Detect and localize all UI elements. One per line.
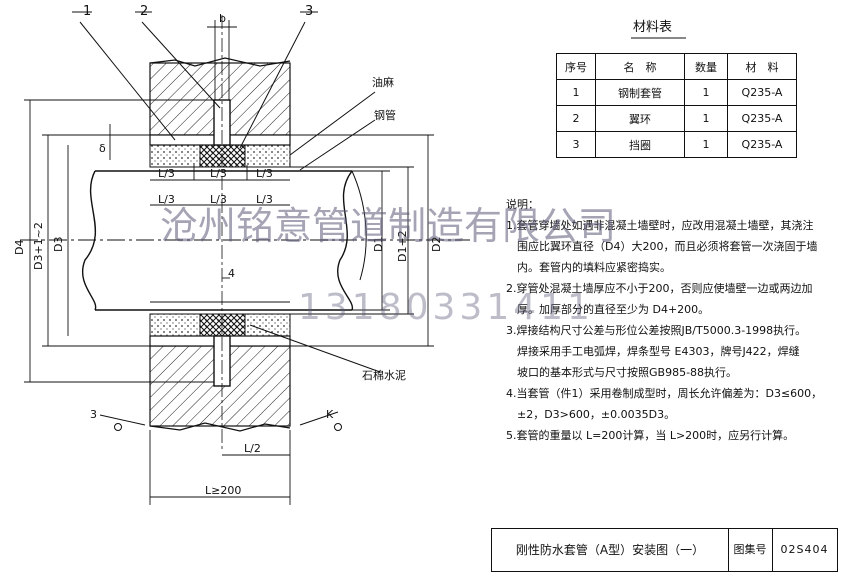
dim-l-min: L≥200	[205, 484, 242, 497]
sleeve-bottom	[149, 313, 291, 387]
section-markers	[99, 411, 342, 431]
notes-section: 说明： 1.套管穿墙处如遇非混凝土墙壁时，应改用混凝土墙壁，其浇注 围应比翼环直…	[506, 194, 826, 446]
dim-d3-plus: D3+1~2	[32, 222, 45, 270]
watermark-company: 沧州铭意管道制造有限公司	[160, 204, 617, 248]
header-name: 名 称	[595, 53, 685, 80]
note-line: 内。套管内的填料应紧密捣实。	[506, 261, 671, 274]
note-line: ±2，D3>600，±0.0035D3。	[506, 408, 676, 421]
dim-l3-mid-2: L/3	[210, 193, 227, 206]
materials-table-header: 序号 名 称 数量 材 料	[556, 53, 797, 80]
cell-qty: 1	[684, 79, 728, 106]
atlas-number: 02S404	[780, 543, 829, 556]
dim-l3-mid-3: L/3	[256, 193, 273, 206]
header-material: 材 料	[727, 53, 797, 80]
leader-lines	[72, 11, 381, 373]
cell-material: Q235-A	[727, 79, 797, 106]
dim-4: 4	[228, 267, 235, 280]
cell-name: 翼环	[595, 105, 685, 132]
dimension-lines	[24, 20, 434, 505]
dim-l3-top-2: L/3	[210, 167, 227, 180]
materials-table: 序号 名 称 数量 材 料 1 钢制套管 1 Q235-A 2 翼环 1 Q23…	[556, 53, 797, 158]
label-oil-hemp: 油麻	[372, 76, 394, 89]
cell-name: 挡圈	[595, 131, 685, 158]
label-asbestos-cement: 石棉水泥	[362, 369, 406, 382]
section-mark-k: K	[326, 408, 334, 421]
callout-2: 2	[140, 4, 149, 19]
section-mark-3: 3	[90, 408, 97, 421]
cell-index: 3	[556, 131, 596, 158]
materials-table-title: 材料表	[633, 20, 673, 35]
note-line: 围应比翼环直径（D4）大200，而且必须将套管一次浇固于墙	[506, 240, 818, 253]
dim-d3: D3	[52, 236, 65, 252]
note-line: 厚。加厚部分的直径至少为 D4+200。	[506, 303, 710, 316]
dim-l3-top-1: L/3	[158, 167, 175, 180]
atlas-number-label: 图集号	[728, 529, 773, 571]
table-row: 1 钢制套管 1 Q235-A	[556, 79, 797, 106]
dim-half-l: L/2	[244, 442, 261, 455]
note-line: 坡口的基本形式与尺寸按照GB985-88执行。	[506, 366, 738, 379]
table-row: 2 翼环 1 Q235-A	[556, 105, 797, 132]
cell-name: 钢制套管	[595, 79, 685, 106]
header-index: 序号	[556, 53, 596, 80]
dim-d4: D4	[13, 239, 26, 255]
cell-material: Q235-A	[727, 105, 797, 132]
table-row: 3 挡圈 1 Q235-A	[556, 131, 797, 158]
cell-index: 1	[556, 79, 596, 106]
note-line: 焊接采用手工电弧焊，焊条型号 E4303，牌号J422，焊缝	[506, 345, 800, 358]
watermark-phone: 13180331411	[298, 287, 594, 328]
cell-index: 2	[556, 105, 596, 132]
dim-l3-top-3: L/3	[256, 167, 273, 180]
note-line: 3.焊接结构尺寸公差与形位公差按照JB/T5000.3-1998执行。	[506, 324, 807, 337]
cell-material: Q235-A	[727, 131, 797, 158]
label-steel-pipe: 钢管	[374, 109, 396, 122]
title-block: 刚性防水套管（A型）安装图（一） 图集号 02S404	[491, 528, 838, 572]
note-line: 4.当套管（件1）采用卷制成型时，周长允许偏差为：D3≤600，	[506, 387, 823, 400]
callout-1: 1	[83, 4, 92, 19]
steel-pipe	[82, 170, 367, 311]
cell-qty: 1	[684, 105, 728, 132]
note-line: 2.穿管处混凝土墙厚应不小于200，否则应使墙壁一边或两边加	[506, 282, 813, 295]
label-delta: δ	[99, 142, 106, 155]
callout-b: b	[219, 12, 226, 25]
cell-qty: 1	[684, 131, 728, 158]
header-qty: 数量	[684, 53, 728, 80]
notes-heading: 说明：	[506, 198, 539, 211]
dim-l3-mid-1: L/3	[158, 193, 175, 206]
note-line: 1.套管穿墙处如遇非混凝土墙壁时，应改用混凝土墙壁，其浇注	[506, 219, 814, 232]
drawing-title: 刚性防水套管（A型）安装图（一）	[492, 529, 729, 571]
note-line: 5.套管的重量以 L=200计算，当 L>200时，应另行计算。	[506, 429, 795, 442]
callout-3: 3	[305, 4, 314, 19]
sleeve-top	[149, 99, 291, 168]
